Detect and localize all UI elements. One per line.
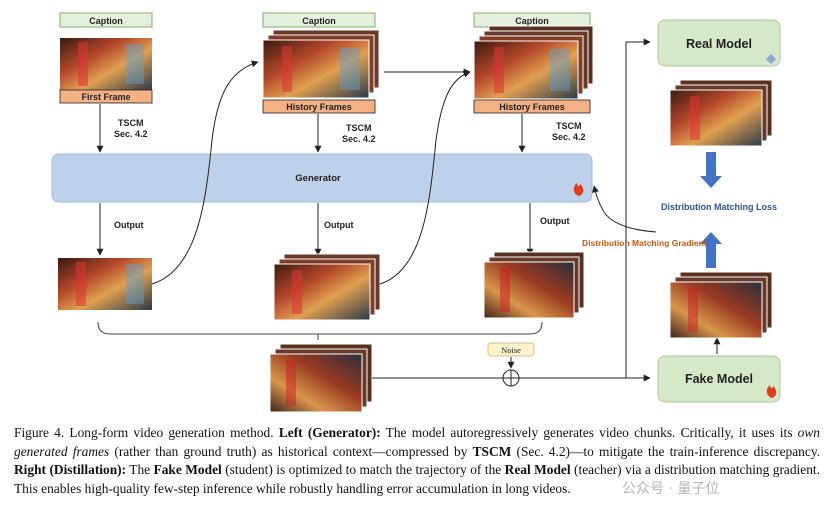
tscm-label-3: TSCM: [556, 121, 582, 131]
output-frames-2: [273, 253, 381, 321]
noise-label: Noise: [501, 345, 521, 355]
caption-box-2: Caption: [262, 12, 376, 28]
generator-label: Generator: [295, 173, 341, 184]
generator-block: Generator: [51, 153, 593, 203]
noise-tag: Noise: [487, 342, 535, 357]
right-heading: Right (Distillation):: [14, 462, 127, 478]
flame-icon: [573, 183, 584, 196]
real-model-label: Real Model: [686, 37, 752, 51]
caption-box-1: Caption: [59, 12, 153, 28]
distribution-matching-gradient-label: Distribution Matching Gradient: [582, 238, 707, 248]
blue-up-arrow: [700, 232, 722, 268]
caption-box-label: Caption: [302, 16, 336, 26]
real-model-output-frames: [669, 79, 773, 147]
output-frame-1: [58, 258, 152, 310]
distribution-matching-loss-label: Distribution Matching Loss: [661, 202, 777, 212]
to-real-model-arrow: [625, 38, 651, 378]
tscm-label-2: TSCM: [346, 123, 372, 133]
combined-frames: [269, 343, 373, 413]
first-frame-image: [60, 38, 152, 90]
history-frames-label-1: History Frames: [262, 99, 376, 114]
sec-label-2: Sec. 4.2: [342, 134, 376, 144]
first-frame-label: First Frame: [59, 89, 153, 104]
svg-text:History Frames: History Frames: [499, 102, 565, 112]
left-heading: Left (Generator):: [278, 425, 381, 440]
feedback-arrow-2: [379, 70, 471, 285]
sec-label-1: Sec. 4.2: [114, 129, 148, 139]
caption-box-label: Caption: [89, 16, 123, 26]
collect-bracket: [97, 321, 543, 335]
flame-icon: [766, 385, 777, 398]
output-label-1: Output: [114, 220, 144, 230]
dm-gradient-arrow: [592, 185, 657, 233]
svg-text:History Frames: History Frames: [286, 102, 352, 112]
history-frames-label-2: History Frames: [473, 99, 591, 114]
svg-text:First Frame: First Frame: [81, 92, 130, 102]
diamond-icon: [766, 54, 776, 64]
figure-caption: Figure 4. Long-form video generation met…: [14, 425, 820, 496]
tscm-label-1: TSCM: [118, 118, 144, 128]
caption-box-3: Caption: [473, 12, 591, 28]
output-frames-3: [483, 251, 585, 319]
real-model-block: Real Model: [657, 19, 781, 67]
sec-label-3: Sec. 4.2: [552, 132, 586, 142]
history-frames-image-1: [262, 29, 380, 99]
caption-box-label: Caption: [515, 16, 549, 26]
blue-down-arrow: [700, 152, 722, 188]
figure-number: Figure 4.: [14, 425, 65, 440]
history-frames-image-2: [473, 25, 594, 100]
fake-model-block: Fake Model: [657, 355, 781, 403]
output-label-2: Output: [324, 220, 354, 230]
watermark: 公众号 · 量子位: [622, 481, 720, 497]
feedback-arrow-1: [151, 60, 259, 285]
plus-circle-icon: [502, 369, 520, 387]
fake-model-label: Fake Model: [685, 372, 753, 386]
output-label-3: Output: [540, 216, 570, 226]
fake-model-output-frames: [669, 271, 773, 339]
